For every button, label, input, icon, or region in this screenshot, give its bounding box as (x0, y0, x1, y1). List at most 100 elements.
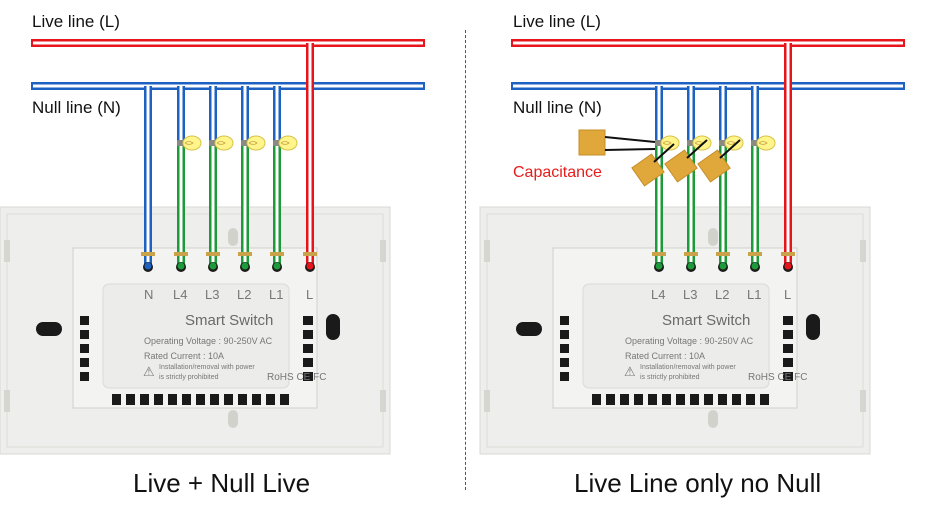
bulb-icon-left-3 (246, 135, 266, 151)
capacitor-icon-3 (697, 149, 731, 183)
switch-label-area-right (582, 283, 770, 389)
bottom-notch-right (708, 410, 718, 428)
vent-bottom-right (760, 394, 769, 405)
top-notch-right (708, 228, 718, 246)
vent-right-right (783, 372, 793, 381)
vent-bottom-left (196, 394, 205, 405)
terminal-label-left-L: L (306, 287, 314, 302)
warning-text-1-right: Installation/removal with power (640, 364, 736, 371)
capacitor-lead-2 (686, 139, 708, 159)
vent-bottom-right (634, 394, 643, 405)
load-wire-left-L3-core (211, 143, 215, 266)
load-wire-right-L4-core (657, 143, 661, 266)
vent-bottom-left (182, 394, 191, 405)
capacitor-lead-1 (653, 143, 675, 163)
null-bus-right-core (513, 84, 903, 88)
vent-bottom-left (154, 394, 163, 405)
live-drop-right-core (786, 43, 790, 266)
panel-divider (465, 30, 466, 490)
live-drop-left-core (308, 43, 312, 266)
null-line-label-left: Null line (N) (32, 98, 121, 117)
terminal-wire-end-right-L (784, 262, 792, 270)
lamp-null-wire-left-3-core (243, 86, 247, 143)
vent-bottom-right (690, 394, 699, 405)
vent-left-right (560, 358, 569, 367)
operating-voltage-left: Operating Voltage : 90-250V AC (144, 336, 273, 346)
terminal-screw-left-L2 (238, 252, 252, 256)
lamp-null-wire-right-3-core (721, 86, 725, 143)
terminal-screw-right-L4 (652, 252, 666, 256)
screw-slot-left-right (516, 322, 542, 336)
warning-triangle-icon-right: ⚠ (624, 364, 636, 379)
vent-left-left (80, 344, 89, 353)
rated-current-left: Rated Current : 10A (144, 351, 225, 361)
terminal-label-left-L4: L4 (173, 287, 188, 302)
bulb-icon-left-4-filament (280, 141, 290, 145)
bulb-icon-right-1-base (655, 140, 662, 146)
terminal-screw-right-L2 (716, 252, 730, 256)
bulb-icon-right-1-filament (662, 141, 672, 145)
vent-bottom-left (168, 394, 177, 405)
terminal-label-left-N: N (144, 287, 154, 302)
load-wire-right-L1-core (753, 143, 757, 266)
bulb-icon-right-3-base (719, 140, 726, 146)
vent-bottom-right (732, 394, 741, 405)
terminal-wire-end-right-L4 (655, 262, 663, 270)
live-bus-right-core (513, 41, 903, 45)
bulb-icon-right-4-base (751, 140, 758, 146)
null-bus-left-core (33, 84, 423, 88)
terminal-wire-end-left-L2 (241, 262, 249, 270)
vent-bottom-right (746, 394, 755, 405)
vent-bottom-right (718, 394, 727, 405)
capacitor-lead-3 (719, 139, 741, 159)
terminal-label-left-L2: L2 (237, 287, 252, 302)
warning-text-1-left: Installation/removal with power (159, 364, 255, 371)
terminal-label-right-L2: L2 (715, 287, 730, 302)
bulb-icon-right-3-filament (726, 141, 736, 145)
vent-bottom-right (592, 394, 601, 405)
side-clip-left-right-1 (484, 390, 490, 412)
terminal-screw-right-L3 (684, 252, 698, 256)
lamp-null-wire-right-2-core (689, 86, 693, 143)
screw-slot-left-left (36, 322, 62, 336)
vent-bottom-right (648, 394, 657, 405)
lamp-null-wire-left-4-core (275, 86, 279, 143)
bulb-icon-left-3-filament (248, 141, 258, 145)
bulb-icon-right-3 (724, 135, 744, 151)
vent-right-left (303, 330, 313, 339)
side-clip-right-right-0 (860, 240, 866, 262)
bulb-icon-left-1 (182, 135, 202, 151)
terminal-screw-left-L1 (270, 252, 284, 256)
terminal-screw-left-L4 (174, 252, 188, 256)
wall-plate-inner-left (6, 213, 384, 448)
capacitor-icon-main (578, 129, 606, 156)
terminal-label-left-L3: L3 (205, 287, 220, 302)
live-line-label-right: Live line (L) (513, 12, 601, 31)
certification-marks-left: RoHS CE FC (267, 372, 327, 383)
vent-right-left (303, 372, 313, 381)
live-bus-left-core (33, 41, 423, 45)
vent-bottom-left (112, 394, 121, 405)
vent-bottom-left (266, 394, 275, 405)
terminal-label-left-L1: L1 (269, 287, 284, 302)
load-wire-left-L1-core (275, 143, 279, 266)
side-clip-right-left-1 (380, 390, 386, 412)
capacitor-icon-1 (631, 153, 665, 187)
vent-bottom-left (280, 394, 289, 405)
vent-left-right (560, 330, 569, 339)
terminal-wire-end-right-L1 (751, 262, 759, 270)
terminal-wire-end-left-L3 (209, 262, 217, 270)
bulb-icon-right-2 (692, 135, 712, 151)
warning-text-2-left: is strictly prohibited (159, 374, 219, 381)
bulb-icon-left-4 (278, 135, 298, 151)
vent-left-left (80, 316, 89, 325)
capacitor-icon-2 (664, 149, 698, 183)
null-line-label-right: Null line (N) (513, 98, 602, 117)
load-wire-right-L2-core (721, 143, 725, 266)
vent-bottom-left (238, 394, 247, 405)
load-wire-left-L2-core (243, 143, 247, 266)
terminal-wire-end-left-L1 (273, 262, 281, 270)
lamp-null-wire-right-4-core (753, 86, 757, 143)
terminal-label-right-L1: L1 (747, 287, 762, 302)
terminal-wire-end-right-L3 (687, 262, 695, 270)
